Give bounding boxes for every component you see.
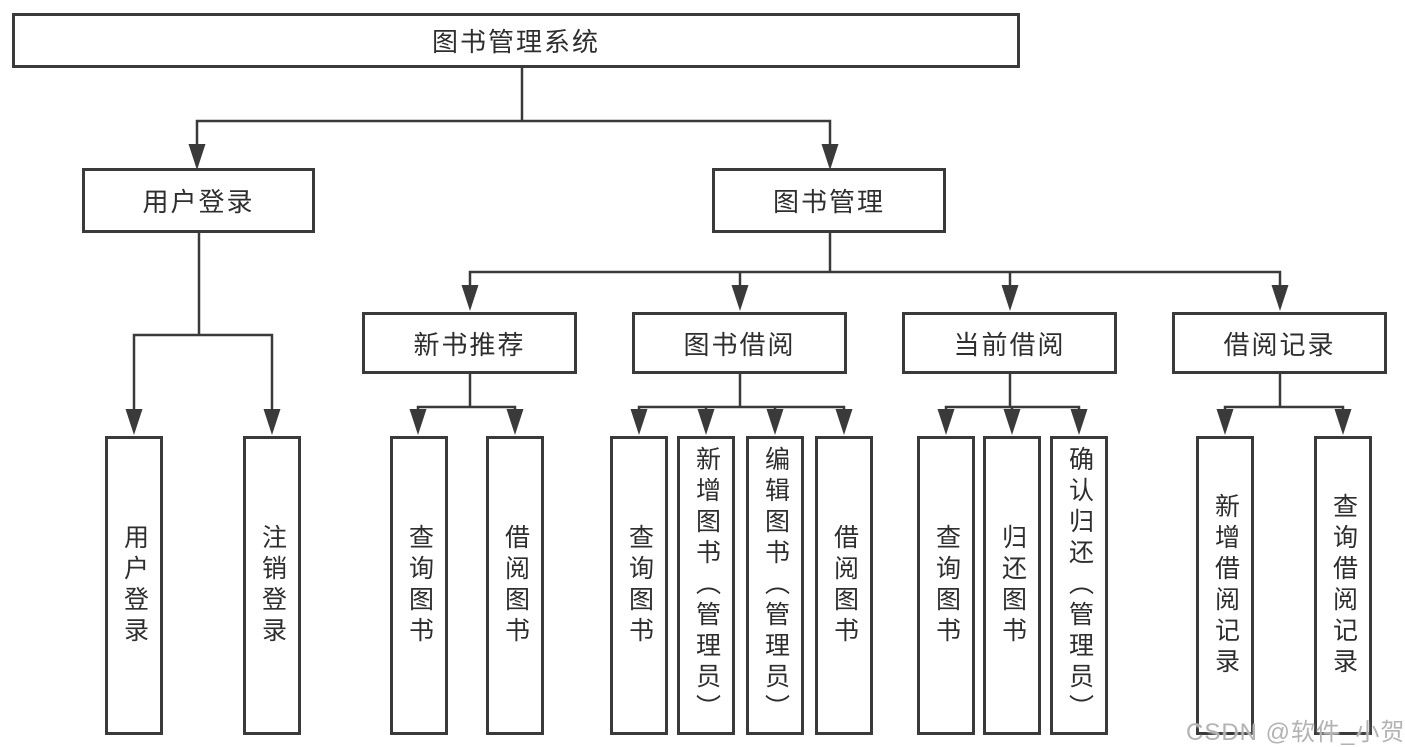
node-book-management: 图书管理: [712, 168, 946, 233]
node-user-login: 用户登录: [82, 168, 315, 233]
node-root-label: 图书管理系统: [431, 27, 600, 57]
leaf-add-borrow-record: 新增借阅记录: [1196, 436, 1254, 735]
leaf-borrow-books-recommend: 借阅图书: [486, 436, 544, 735]
leaf-query-books-borrow: 查询图书: [610, 436, 668, 735]
leaf-query-books-current: 查询图书: [917, 436, 975, 735]
leaf-edit-books-admin: 编辑图书（管理员）: [746, 436, 804, 735]
watermark: CSDN @软件_小贺同学: [1186, 719, 1405, 746]
node-book-borrow: 图书借阅: [632, 312, 847, 374]
leaf-query-books-recommend: 查询图书: [390, 436, 448, 735]
node-user-login-label: 用户登录: [142, 187, 255, 217]
leaf-borrow-books: 借阅图书: [815, 436, 873, 735]
node-book-borrow-label: 图书借阅: [683, 329, 796, 360]
leaf-logout-login: 注销登录: [243, 436, 301, 735]
node-borrow-records-label: 借阅记录: [1223, 329, 1336, 360]
leaf-user-login: 用户登录: [105, 436, 163, 735]
node-book-management-label: 图书管理: [772, 187, 885, 217]
node-new-book-recommend: 新书推荐: [362, 312, 577, 374]
node-root: 图书管理系统: [12, 13, 1020, 68]
leaf-return-books: 归还图书: [983, 436, 1041, 735]
node-borrow-records: 借阅记录: [1172, 312, 1387, 374]
node-current-borrow: 当前借阅: [902, 312, 1117, 374]
leaf-confirm-return-admin: 确认归还（管理员）: [1050, 436, 1108, 735]
node-new-book-recommend-label: 新书推荐: [413, 329, 526, 360]
node-current-borrow-label: 当前借阅: [953, 329, 1066, 360]
leaf-query-borrow-record: 查询借阅记录: [1314, 436, 1372, 735]
leaf-add-books-admin: 新增图书（管理员）: [677, 436, 735, 735]
